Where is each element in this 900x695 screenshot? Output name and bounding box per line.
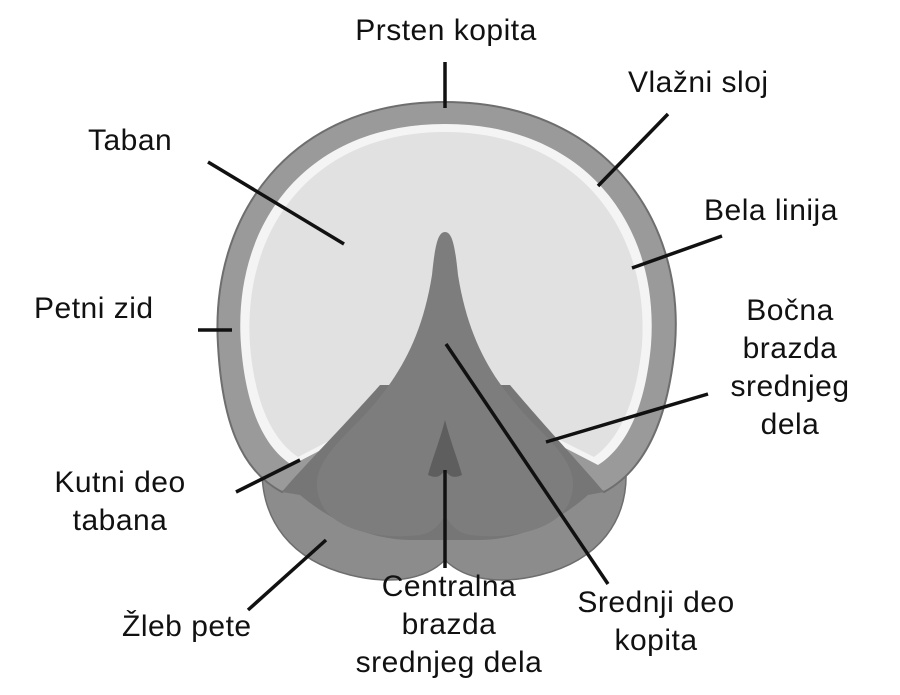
leader-lateral-groove [545, 392, 709, 444]
label-lateral-groove-line4: dela [760, 408, 820, 441]
label-sole: Taban [88, 122, 172, 160]
label-central-groove: Centralna brazda srednjeg dela [318, 568, 580, 682]
label-heel-bulb-groove: Žleb pete [122, 608, 252, 646]
label-lateral-groove-line2: brazda [742, 332, 838, 365]
label-seat-of-corn: Kutni deo tabana [30, 464, 210, 540]
label-lateral-groove: Bočna brazda srednjeg dela [700, 292, 880, 444]
label-seat-of-corn-line2: tabana [72, 504, 168, 537]
label-seat-of-corn-line1: Kutni deo [54, 466, 186, 499]
leader-seat-of-corn [235, 458, 301, 494]
central-sulcus-shape [428, 420, 462, 477]
label-sole-text: Taban [88, 124, 173, 157]
label-frog-line2: kopita [614, 624, 698, 657]
leader-lines [198, 62, 723, 612]
label-moisture-layer-text: Vlažni sloj [628, 66, 769, 99]
leader-white-line [631, 234, 723, 270]
leader-sole [207, 160, 345, 246]
label-central-groove-line1: Centralna [381, 570, 517, 603]
label-heel-bulb-groove-text: Žleb pete [122, 610, 252, 643]
label-lateral-groove-line3: srednjeg [730, 370, 850, 403]
label-coronary-band: Prsten kopita [330, 12, 562, 50]
label-lateral-groove-line1: Bočna [746, 294, 834, 327]
label-frog-line1: Srednji deo [577, 586, 735, 619]
label-white-line-text: Bela linija [704, 194, 838, 227]
leader-moisture-layer [596, 112, 670, 188]
label-coronary-band-text: Prsten kopita [355, 14, 537, 47]
label-white-line: Bela linija [704, 192, 838, 230]
label-central-groove-line3: srednjeg dela [355, 646, 543, 679]
leader-heel-bulb-groove [246, 538, 328, 612]
label-heel-wall: Petni zid [34, 290, 154, 328]
leader-frog [444, 343, 610, 585]
label-heel-wall-text: Petni zid [34, 292, 154, 325]
frog-shape [316, 232, 574, 537]
label-frog: Srednji deo kopita [550, 584, 762, 660]
label-central-groove-line2: brazda [401, 608, 497, 641]
label-moisture-layer: Vlažni sloj [628, 64, 769, 102]
